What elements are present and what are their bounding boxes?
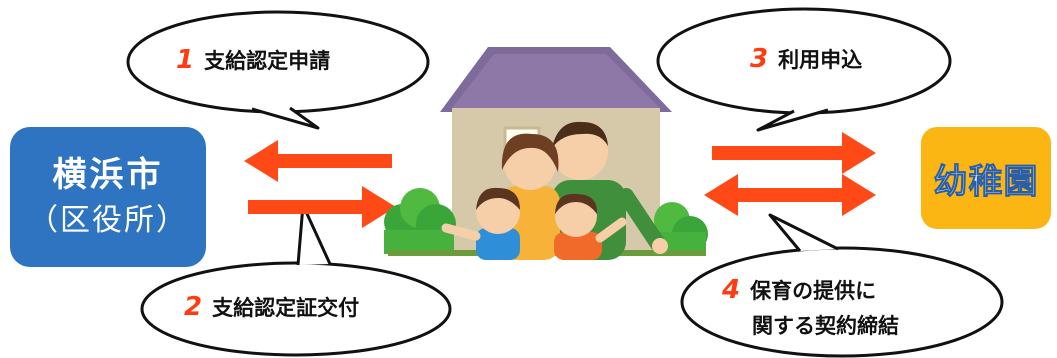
arrow-to-city: [244, 140, 392, 182]
step-2-label: 支給認定証交付: [212, 296, 360, 320]
step-1-number: 1: [176, 45, 195, 75]
family-illustration: [441, 121, 668, 260]
step-3-text: 3 利用申込: [750, 44, 862, 74]
city-name: 横浜市: [52, 155, 164, 196]
step-1-text: 1 支給認定申請: [176, 45, 330, 75]
city-office-box: 横浜市 （区役所）: [10, 127, 206, 267]
step-3-label: 利用申込: [778, 48, 863, 72]
bubble-step-1: [126, 10, 430, 130]
step-4-text-line2: 関する契約締結: [752, 310, 899, 340]
kindergarten-label: 幼稚園: [933, 161, 1039, 202]
step-4-number: 4: [722, 275, 741, 305]
bubble-step-3: [656, 7, 952, 132]
kindergarten-box: 幼稚園: [921, 127, 1051, 229]
city-office-label: （区役所）: [28, 202, 188, 238]
arrow-double-contract: [704, 174, 876, 216]
bubble-step-4: [680, 213, 1004, 358]
step-2-number: 2: [184, 292, 203, 322]
step-4-line2: 関する契約締結: [752, 314, 899, 338]
arrow-to-family-from-city: [248, 186, 396, 228]
step-4-text: 4 保育の提供に: [722, 275, 876, 305]
step-1-label: 支給認定申請: [204, 49, 331, 73]
step-4-line1: 保育の提供に: [750, 279, 877, 303]
arrow-to-kindergarten: [712, 132, 876, 174]
step-2-text: 2 支給認定証交付: [184, 292, 359, 322]
step-3-number: 3: [750, 44, 769, 74]
bubble-step-2: [140, 203, 452, 357]
